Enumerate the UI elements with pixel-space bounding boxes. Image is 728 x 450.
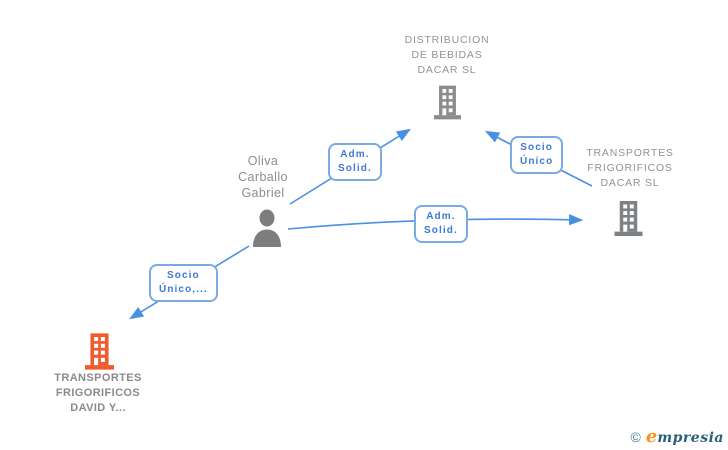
edge-label-socio-unico-etc: Socio Único,... xyxy=(149,264,218,302)
company-name-line: DAVID Y... xyxy=(70,402,126,414)
building-icon[interactable] xyxy=(613,201,644,241)
company-name-line: FRIGORIFICOS xyxy=(587,162,673,174)
company-name-line: DE BEBIDAS xyxy=(411,49,483,61)
edge-label-line: Adm. xyxy=(426,211,456,222)
person-name-line: Carballo xyxy=(238,170,288,184)
edge-label-adm-solid-right: Adm. Solid. xyxy=(414,205,468,243)
company-name-line: TRANSPORTES xyxy=(54,372,142,384)
brand-letter-e: e xyxy=(645,426,658,447)
edge-label-line: Solid. xyxy=(424,225,458,236)
edge-label-line: Solid. xyxy=(338,163,372,174)
company-name-line: DISTRIBUCION xyxy=(404,34,490,46)
person-name-line: Gabriel xyxy=(241,186,285,200)
edge-label-line: Adm. xyxy=(340,149,370,160)
person-icon[interactable] xyxy=(252,209,282,252)
building-icon[interactable] xyxy=(434,85,461,125)
empresia-logo[interactable]: © empresia xyxy=(630,426,724,447)
edge-label-line: Socio xyxy=(167,270,200,281)
company-name-line: FRIGORIFICOS xyxy=(55,387,141,399)
person-name-line: Oliva xyxy=(247,154,279,168)
edge-label-line: Único xyxy=(520,156,554,167)
node-company-distribucion-name[interactable]: DISTRIBUCION DE BEBIDAS DACAR SL xyxy=(377,33,517,78)
edge-label-socio-unico: Socio Único xyxy=(510,136,564,174)
node-person-name[interactable]: Oliva Carballo Gabriel xyxy=(213,153,313,201)
brand-name-rest: mpresia xyxy=(657,430,724,446)
company-name-line: TRANSPORTES xyxy=(586,147,674,159)
node-company-transportes-david-name[interactable]: TRANSPORTES FRIGORIFICOS DAVID Y... xyxy=(28,371,168,416)
company-name-line: DACAR SL xyxy=(600,177,660,189)
edge-label-line: Socio xyxy=(520,142,553,153)
edge-label-line: Único,... xyxy=(159,284,208,295)
building-icon[interactable] xyxy=(85,333,114,375)
copyright-symbol: © xyxy=(630,429,641,445)
company-name-line: DACAR SL xyxy=(417,64,477,76)
edge-label-adm-solid-top: Adm. Solid. xyxy=(328,143,382,181)
node-company-transportes-dacar-name[interactable]: TRANSPORTES FRIGORIFICOS DACAR SL xyxy=(560,146,700,191)
